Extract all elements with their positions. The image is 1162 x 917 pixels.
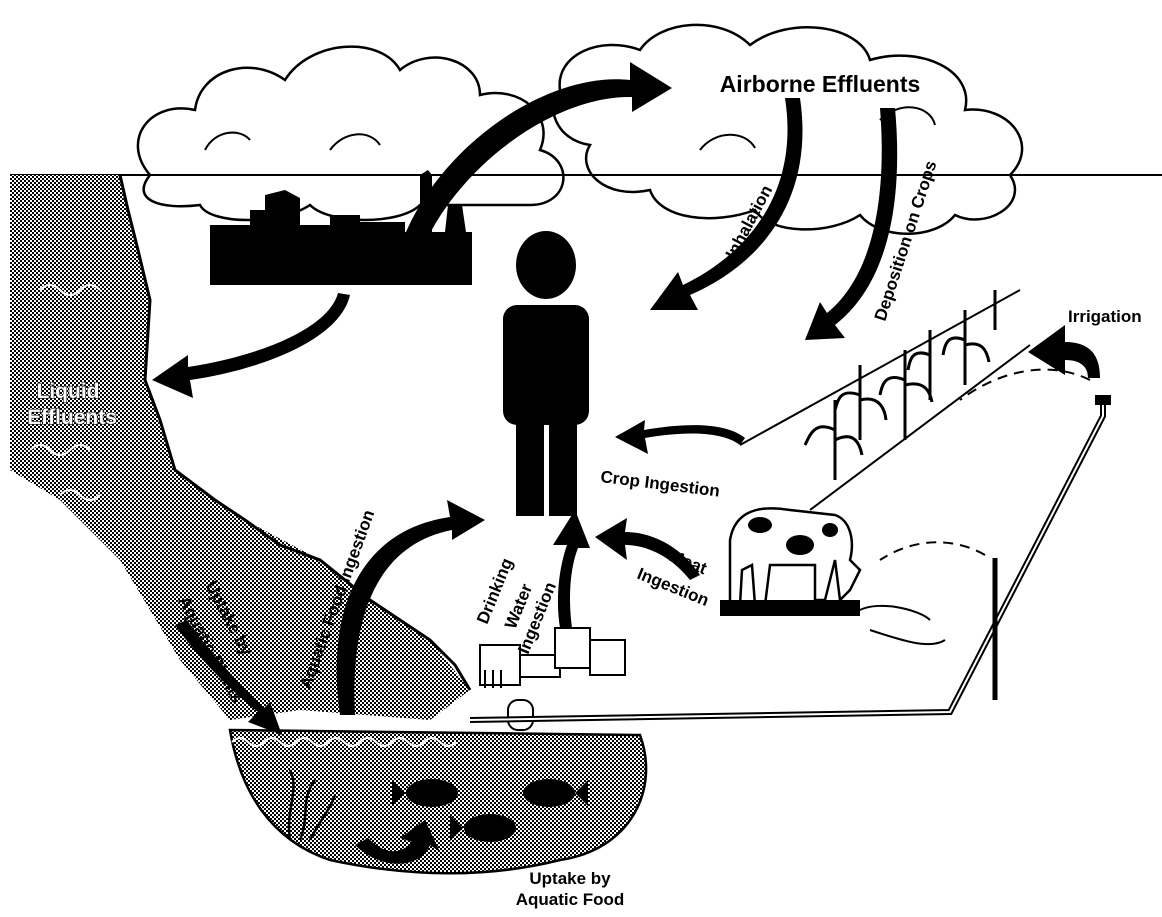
lake-waves: [231, 737, 457, 747]
label-airborne-effluents: Airborne Effluents: [720, 71, 921, 97]
aquatic-plant-icon: [287, 769, 337, 841]
arrow-drinking: [553, 510, 590, 628]
spray-arc: [879, 541, 986, 561]
arrow-uptake-plants: [175, 620, 282, 735]
person-icon: [503, 231, 589, 516]
arrow-aquatic-food: [336, 500, 485, 715]
arrow-inhalation: [650, 98, 803, 310]
label-liquid-effluents-1: Liquid: [37, 380, 100, 403]
river-water: [10, 175, 470, 720]
fish-icon: [392, 779, 588, 842]
arrow-meat-ingestion: [595, 518, 700, 580]
cow-icon: [720, 507, 862, 616]
sprinkler-head: [1095, 395, 1111, 405]
arrow-factory-to-airborne: [395, 62, 672, 268]
field-row-line: [739, 289, 1021, 446]
pathway-arrows: [152, 62, 1100, 735]
river-waves: [29, 284, 101, 501]
arrow-irrigation: [1028, 325, 1100, 378]
shore-line: [118, 174, 472, 691]
arrow-factory-to-liquid: [152, 293, 350, 398]
label-liquid-effluents-2: Effluents: [27, 406, 117, 429]
label-crop-ingestion: Crop Ingestion: [600, 467, 721, 500]
label-uptake-by-food-1: Uptake by: [529, 869, 611, 888]
fish-arrow: [355, 820, 440, 864]
crop-icon: [803, 290, 997, 480]
label-uptake-by-food-2: Aquatic Food: [516, 890, 625, 909]
pond-ripples: [859, 604, 946, 646]
water-intake-icon: [479, 627, 626, 731]
field-row-line: [809, 344, 1031, 511]
arrow-deposition: [805, 108, 898, 340]
spray-arc: [959, 368, 1091, 401]
label-irrigation: Irrigation: [1068, 307, 1142, 326]
arrow-crop-ingestion: [615, 420, 745, 454]
